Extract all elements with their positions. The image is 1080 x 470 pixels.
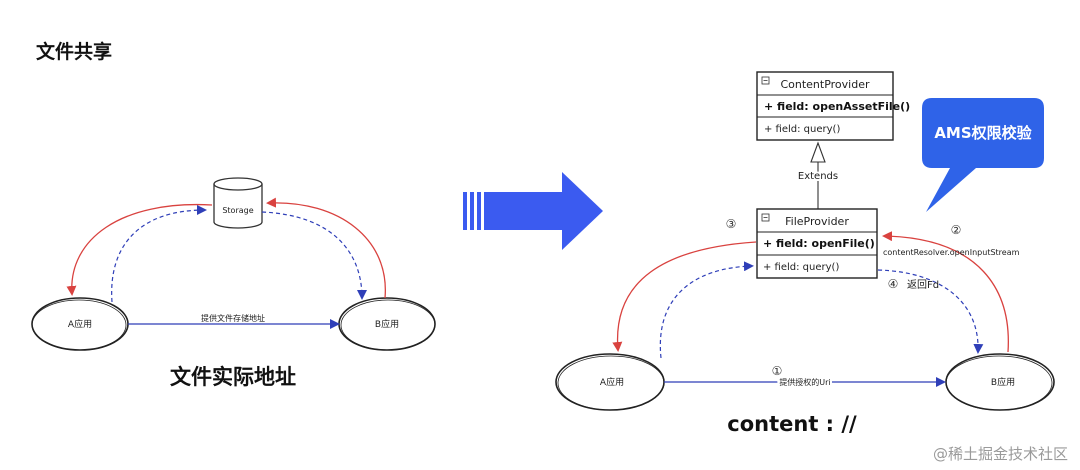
step-3-red-arrow	[612, 241, 757, 352]
page-title: 文件共享	[36, 40, 112, 63]
left-blue-dashed-a-to-storage	[111, 205, 207, 303]
right-app-a-label: A应用	[600, 376, 624, 388]
step-1-label: 提供授权的Uri	[779, 377, 830, 387]
left-red-arrow-storage-to-a	[66, 203, 213, 296]
content-provider-method-1: + field: openAssetFile()	[764, 100, 910, 113]
content-provider-name: ContentProvider	[780, 78, 870, 91]
left-caption: 文件实际地址	[170, 365, 296, 389]
ams-bubble-text: AMS权限校验	[934, 124, 1032, 142]
content-provider-method-2: + field: query()	[764, 124, 840, 135]
content-provider-class	[756, 71, 894, 141]
right-app-b-label: B应用	[991, 376, 1015, 388]
left-red-arrow-b-to-storage	[266, 197, 386, 299]
step-4-marker: ④	[888, 277, 899, 291]
extends-arrow	[810, 141, 826, 209]
ams-bubble	[922, 98, 1044, 212]
file-provider-name: FileProvider	[785, 215, 849, 228]
left-app-a-label: A应用	[68, 318, 92, 330]
file-provider-class	[756, 208, 878, 279]
step-3-marker: ③	[726, 217, 737, 231]
big-right-arrow	[463, 172, 603, 250]
right-caption: content : //	[727, 412, 857, 436]
extends-label: Extends	[798, 171, 838, 182]
step-4-blue-dashed-arrow	[877, 269, 984, 354]
step-4-label: 返回Fd	[907, 279, 939, 291]
file-provider-method-2: + field: query()	[763, 262, 839, 273]
watermark: @稀土掘金技术社区	[933, 445, 1068, 463]
step-2-marker: ②	[951, 223, 962, 237]
file-provider-method-1: + field: openFile()	[763, 237, 875, 250]
step-2-red-arrow	[882, 231, 1009, 353]
storage-cylinder	[213, 177, 263, 229]
step-2-label: contentResolver.openInputStream	[883, 248, 1020, 257]
left-blue-dashed-storage-to-b	[261, 211, 367, 300]
storage-label: Storage	[222, 206, 253, 215]
left-app-b-label: B应用	[375, 318, 399, 330]
left-link-label: 提供文件存储地址	[201, 313, 265, 323]
blue-dashed-a-to-file-provider	[659, 261, 754, 359]
right-app-b-node	[945, 353, 1055, 411]
step-1-marker: ①	[772, 364, 783, 378]
